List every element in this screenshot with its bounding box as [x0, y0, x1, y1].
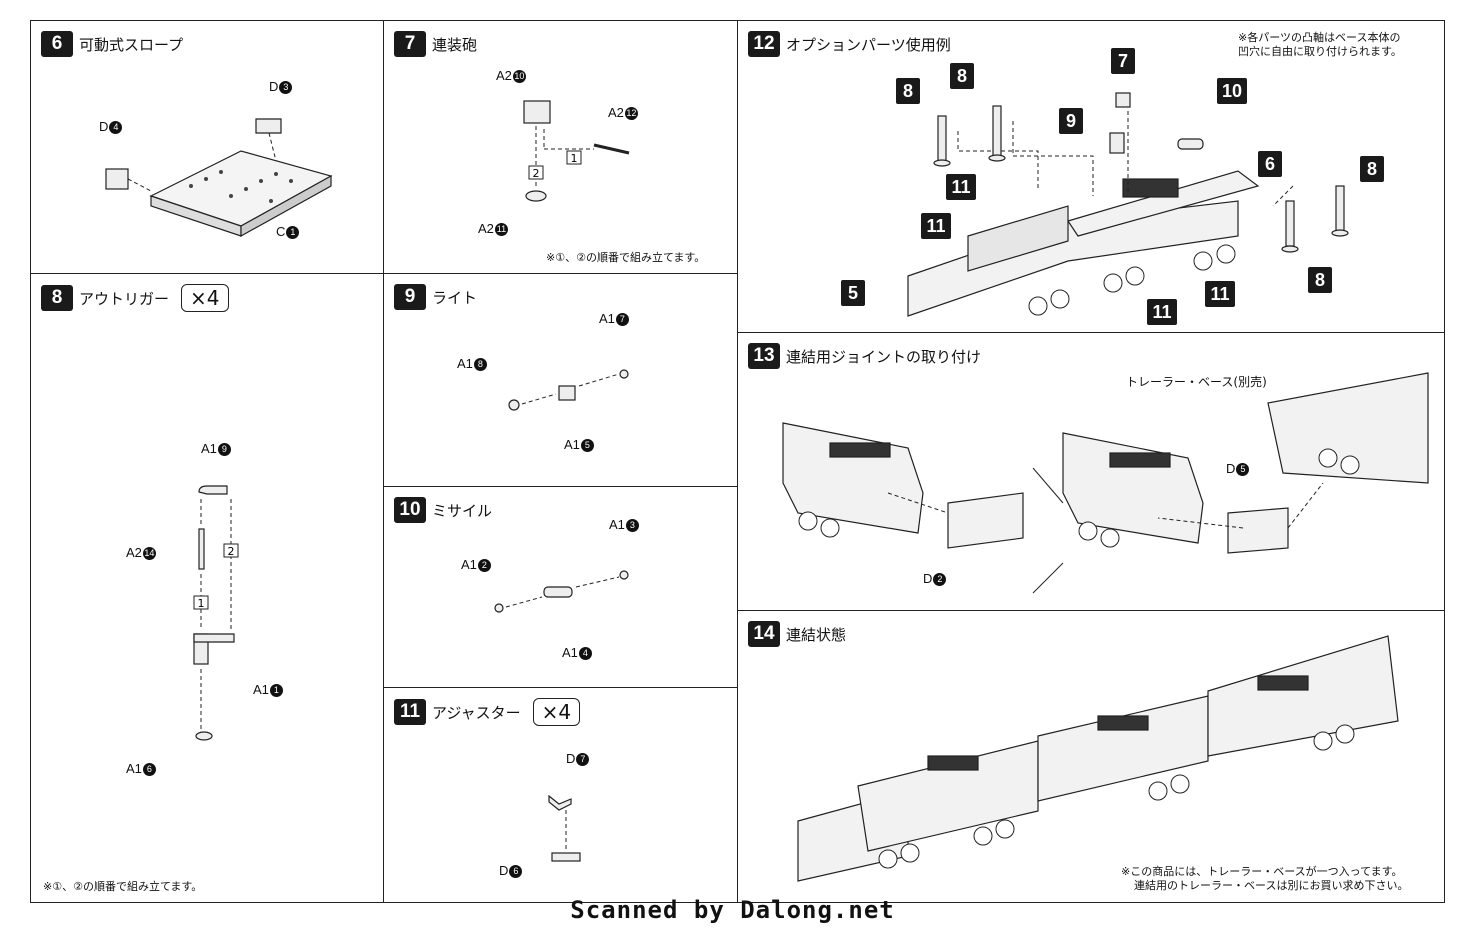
parts-note-line2: 凹穴に自由に取り付けられます。: [1238, 45, 1402, 58]
quantity-badge: ×4: [532, 698, 581, 726]
step-title: オプションパーツ使用例: [786, 35, 951, 54]
product-note-line2: 連結用のトレーラー・ベースは別にお買い求め下さい。: [1134, 879, 1409, 892]
step-7-header: 7 連装砲: [394, 31, 477, 57]
coupled-trailers-diagram: [797, 635, 1399, 882]
joint-attachment-diagram: [782, 372, 1429, 594]
missile-diagram: [494, 570, 629, 613]
step-number: 8: [41, 285, 73, 311]
step-title: 可動式スロープ: [79, 35, 184, 54]
trailer-base-label: トレーラー・ベース(別売): [1126, 375, 1267, 389]
step-8-header: 8 アウトリガー ×4: [41, 284, 229, 312]
step-title: アウトリガー: [79, 289, 170, 308]
step-title: 連結用ジョイントの取り付け: [786, 347, 982, 366]
callout-part-11: 11: [1147, 299, 1177, 325]
step-14-header: 14 連結状態: [748, 621, 846, 647]
step-number: 13: [748, 343, 780, 369]
assembly-order-note: ※①、②の順番で組み立てます。: [43, 880, 203, 893]
step-14-panel: 14 連結状態 ※この商品には、トレーラー・ベースが一つ入ってます。 連結用のト…: [737, 610, 1445, 903]
callout-part-11: 11: [946, 174, 976, 200]
step-9-header: 9 ライト: [394, 284, 477, 310]
step-number: 14: [748, 621, 780, 647]
option-parts-vehicle-diagram: [907, 92, 1349, 317]
callout-part-8: 8: [896, 78, 920, 104]
adjuster-diagram: [548, 794, 581, 862]
quantity-badge: ×4: [181, 284, 229, 312]
callout-part-11: 11: [1205, 281, 1235, 307]
outrigger-diagram: 1 2: [193, 485, 239, 741]
callout-part-8: 8: [950, 63, 974, 89]
assembly-order-note: ※①、②の順番で組み立てます。: [546, 251, 706, 264]
step-6-header: 6 可動式スロープ: [41, 31, 183, 57]
step-number: 6: [41, 31, 73, 57]
callout-part-11: 11: [921, 213, 951, 239]
step-13-header: 13 連結用ジョイントの取り付け: [748, 343, 981, 369]
step-number: 11: [394, 699, 426, 725]
step-12-panel: 12 オプションパーツ使用例 ※各パーツの凸軸はベース本体の 凹穴に自由に取り付…: [737, 20, 1445, 334]
callout-part-10: 10: [1217, 78, 1247, 104]
step-number: 9: [394, 284, 426, 310]
callout-part-9: 9: [1059, 108, 1083, 134]
ramp-diagram: [105, 118, 333, 238]
twin-cannon-diagram: 1 2: [523, 100, 630, 202]
step-title: ライト: [432, 288, 478, 307]
step-10-header: 10 ミサイル: [394, 497, 492, 523]
step-number: 12: [748, 31, 780, 57]
parts-note-line1: ※各パーツの凸軸はベース本体の: [1238, 31, 1401, 44]
step-marker-1: 1: [198, 597, 205, 610]
callout-part-8: 8: [1308, 267, 1332, 293]
callout-part-8: 8: [1360, 156, 1384, 182]
step-title: ミサイル: [432, 501, 493, 520]
scan-credit: Scanned by Dalong.net: [570, 896, 895, 924]
step-title: 連結状態: [786, 625, 847, 644]
step-marker-1: 1: [571, 152, 578, 165]
light-diagram: [508, 369, 629, 411]
step-12-header: 12 オプションパーツ使用例: [748, 31, 951, 57]
callout-part-7: 7: [1111, 48, 1135, 74]
step-11-header: 11 アジャスター ×4: [394, 698, 581, 726]
step-number: 7: [394, 31, 426, 57]
callout-part-5: 5: [841, 280, 865, 306]
step-title: アジャスター: [432, 703, 521, 722]
step-number: 10: [394, 497, 426, 523]
product-note-line1: ※この商品には、トレーラー・ベースが一つ入ってます。: [1121, 865, 1403, 878]
step-marker-2: 2: [228, 545, 235, 558]
callout-part-6: 6: [1258, 151, 1282, 177]
step-title: 連装砲: [432, 35, 478, 54]
step-marker-2: 2: [533, 167, 540, 180]
